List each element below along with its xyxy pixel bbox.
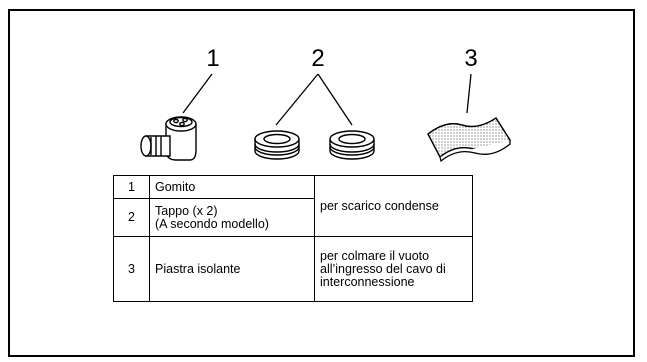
part-number: 2 bbox=[113, 198, 150, 237]
table-row: 3 Piastra isolante per colmare il vuoto … bbox=[113, 236, 473, 302]
leader-line-1 bbox=[182, 73, 213, 114]
callout-3: 3 bbox=[464, 45, 478, 72]
insulation-pad-icon bbox=[427, 117, 511, 163]
leader-line-2a bbox=[275, 73, 319, 126]
part-number: 1 bbox=[113, 175, 150, 199]
part-name: Piastra isolante bbox=[149, 236, 315, 302]
part-number: 3 bbox=[113, 236, 150, 302]
callout-1: 1 bbox=[206, 45, 220, 72]
table-row: 1 Gomito per scarico condense bbox=[113, 175, 473, 237]
plug-icon bbox=[329, 130, 375, 160]
part-name-line: (A secondo modello) bbox=[155, 216, 269, 231]
parts-table: 1 Gomito per scarico condense 2 Tappo (x… bbox=[113, 175, 473, 302]
part-use-insulation: per colmare il vuoto all’ingresso del ca… bbox=[314, 236, 473, 302]
part-use-drain: per scarico condense bbox=[314, 175, 473, 237]
part-use-line: interconnessione bbox=[320, 274, 415, 289]
leader-line-3 bbox=[466, 73, 472, 114]
plug-icon bbox=[254, 130, 300, 160]
elbow-icon bbox=[140, 116, 197, 161]
leader-line-2b bbox=[317, 73, 353, 126]
callout-2: 2 bbox=[311, 45, 325, 72]
part-use-line: per colmare il vuoto bbox=[320, 248, 430, 263]
part-name-line: Tappo (x 2) bbox=[155, 203, 218, 218]
part-use-line: all’ingresso del cavo di bbox=[320, 261, 446, 276]
part-name: Tappo (x 2) (A secondo modello) bbox=[149, 198, 315, 237]
part-name: Gomito bbox=[149, 175, 315, 199]
document-frame bbox=[8, 9, 635, 357]
table-row: 2 Tappo (x 2) (A secondo modello) bbox=[113, 198, 473, 237]
